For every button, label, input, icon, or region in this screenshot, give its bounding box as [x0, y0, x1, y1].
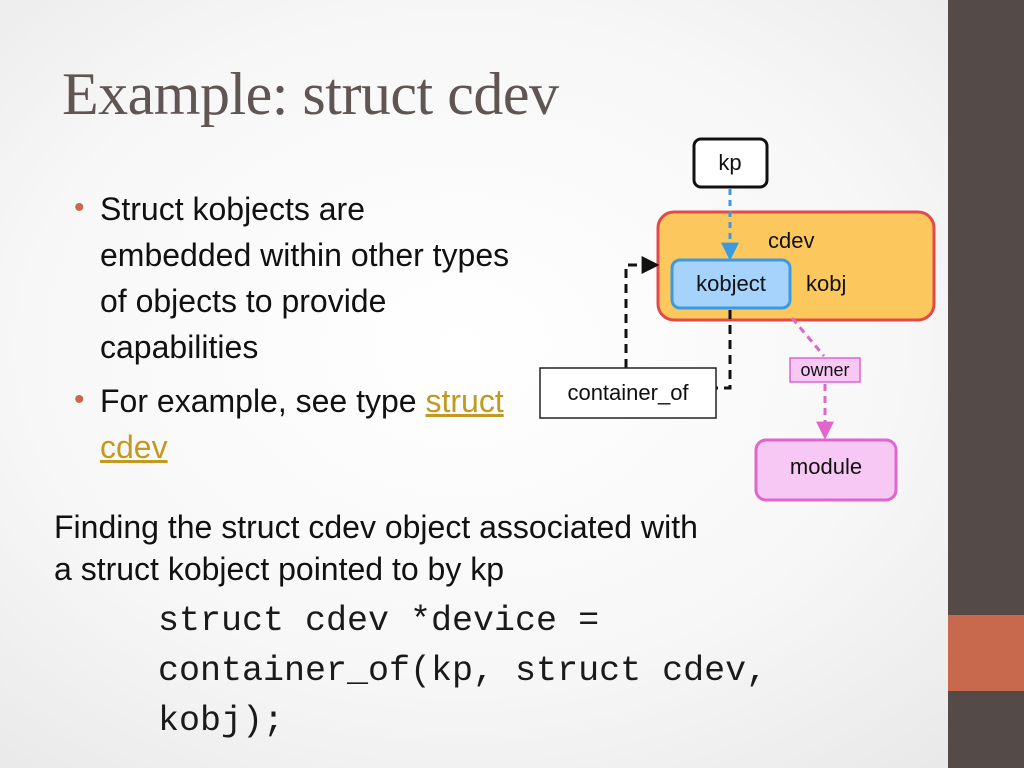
kobj-label: kobj — [806, 271, 846, 296]
cdev-label: cdev — [768, 228, 814, 253]
module-box — [754, 438, 898, 502]
sidebar-accent-block — [948, 615, 1024, 691]
container-of-box — [539, 367, 717, 419]
paragraph-line: Finding the struct cdev object associate… — [54, 509, 698, 545]
kobject-label: kobject — [696, 271, 766, 296]
code-line: container_of(kp, struct cdev, — [158, 651, 768, 691]
kobject-to-container-of-line — [716, 310, 732, 390]
bullet-item: Struct kobjects are embedded within othe… — [74, 185, 524, 370]
module-label: module — [790, 454, 862, 479]
struct-cdev-link[interactable]: struct cdev — [100, 383, 504, 465]
kp-label: kp — [718, 150, 741, 175]
bullet-item: For example, see type struct cdev — [74, 377, 524, 470]
bullet-text: Struct kobjects are embedded within othe… — [100, 191, 510, 365]
container-of-to-kobject-arrow — [624, 256, 660, 368]
container-of-label: container_of — [567, 380, 689, 405]
paragraph-line: a struct kobject pointed to by kp — [54, 551, 505, 587]
kobject-to-owner-line — [790, 317, 826, 357]
kobject-diagram: cdev kobj kobject kp container_of owner … — [539, 137, 936, 502]
kp-box — [692, 137, 769, 189]
explanation-paragraph: Finding the struct cdev object associate… — [54, 506, 914, 590]
code-line: struct cdev *device = — [158, 601, 600, 641]
owner-box — [789, 357, 861, 383]
slide-title: Example: struct cdev — [62, 61, 559, 127]
owner-label: owner — [800, 360, 849, 380]
code-block: struct cdev *device = container_of(kp, st… — [158, 596, 938, 746]
bullet-text: For example, see type — [100, 383, 426, 419]
code-line: kobj); — [158, 701, 285, 741]
bullet-list: Struct kobjects are embedded within othe… — [74, 185, 524, 478]
